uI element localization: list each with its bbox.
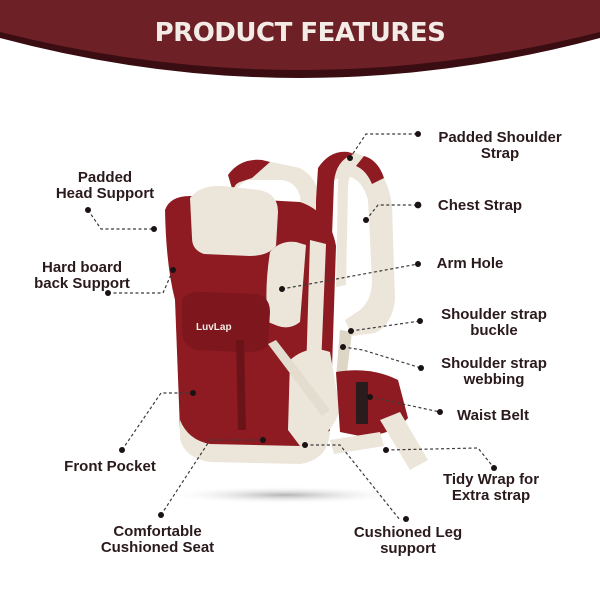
label-line: buckle: [470, 322, 518, 339]
page-title: PRODUCT FEATURES: [154, 18, 446, 48]
label-chest-strap: Chest Strap: [432, 198, 528, 214]
label-line: Arm Hole: [436, 255, 504, 272]
label-arm-hole: Arm Hole: [432, 256, 508, 272]
label-line: Padded Shoulder: [438, 129, 562, 146]
label-front-pocket: Front Pocket: [50, 459, 170, 475]
leader-dots: [85, 131, 497, 522]
label-waist-belt: Waist Belt: [452, 408, 534, 424]
label-line: back Support: [34, 275, 130, 292]
label-line: Hard board: [41, 259, 122, 276]
label-line: Comfortable: [113, 523, 202, 540]
baby-carrier-image: [165, 151, 428, 470]
label-line: Head Support: [55, 185, 155, 202]
label-line: webbing: [463, 371, 525, 388]
label-line: Strap: [480, 145, 520, 162]
label-line: support: [380, 540, 436, 557]
label-shoulder-strap-webbing: Shoulder strap webbing: [436, 356, 552, 388]
label-comfortable-cushioned-seat: Comfortable Cushioned Seat: [90, 524, 225, 556]
label-line: Cushioned Leg: [353, 524, 463, 541]
header-banner: [0, 0, 600, 78]
label-padded-head-support: Padded Head Support: [40, 170, 170, 202]
label-padded-shoulder-strap: Padded Shoulder Strap: [430, 130, 570, 162]
label-line: Chest Strap: [437, 197, 523, 214]
label-line: Extra strap: [451, 487, 531, 504]
brand-logo-text: LuvLap: [196, 322, 232, 333]
label-line: Waist Belt: [457, 407, 529, 424]
label-line: Tidy Wrap for: [442, 471, 540, 488]
label-hard-board-back-support: Hard board back Support: [22, 260, 142, 292]
label-cushioned-leg-support: Cushioned Leg support: [345, 525, 471, 557]
label-line: Padded: [77, 169, 133, 186]
label-tidy-wrap: Tidy Wrap for Extra strap: [438, 472, 544, 504]
label-line: Cushioned Seat: [100, 539, 215, 556]
label-line: Shoulder strap: [441, 355, 547, 372]
label-shoulder-strap-buckle: Shoulder strap buckle: [436, 307, 552, 339]
floor-shadow: [165, 486, 405, 504]
label-line: Shoulder strap: [441, 306, 547, 323]
label-line: Front Pocket: [64, 458, 156, 475]
leader-lines: [87, 133, 495, 521]
